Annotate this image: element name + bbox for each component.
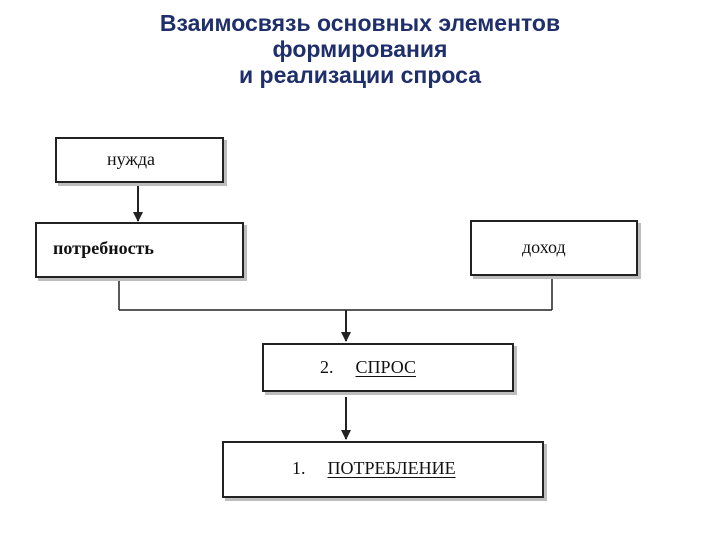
need-label: нужда — [107, 149, 155, 169]
consumption-label: ПОТРЕБЛЕНИЕ — [327, 458, 456, 478]
title-line-2: формирования — [272, 36, 448, 62]
demand-label-group: 2. СПРОС — [320, 357, 416, 378]
demand-number: 2. — [320, 357, 334, 377]
demand-label: СПРОС — [355, 357, 416, 377]
diagram-title: Взаимосвязь основных элементов формирова… — [0, 10, 720, 88]
income-box: доход — [470, 220, 638, 276]
want-box: потребность — [35, 222, 244, 278]
consumption-label-group: 1. ПОТРЕБЛЕНИЕ — [292, 458, 456, 479]
consumption-number: 1. — [292, 458, 306, 478]
consumption-box: 1. ПОТРЕБЛЕНИЕ — [222, 441, 544, 498]
title-line-3: и реализации спроса — [239, 62, 481, 88]
title-line-1: Взаимосвязь основных элементов — [159, 10, 561, 36]
want-label: потребность — [53, 238, 154, 258]
income-label: доход — [522, 237, 566, 257]
need-box: нужда — [55, 137, 224, 183]
demand-box: 2. СПРОС — [262, 343, 514, 392]
